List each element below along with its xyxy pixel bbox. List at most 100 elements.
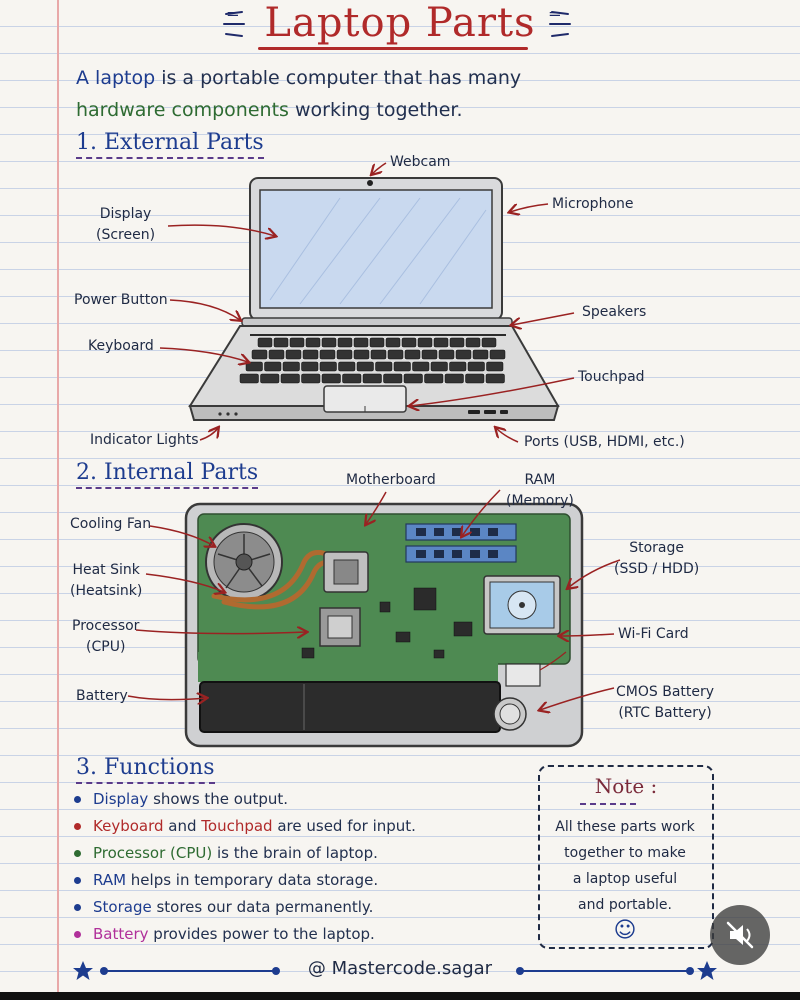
keyboard-key (489, 349, 506, 360)
star-icon-right (697, 961, 717, 980)
footer-dot-left (100, 967, 108, 975)
star-icon (73, 961, 93, 980)
page-title: Laptop Parts (264, 0, 536, 46)
label-cmos-line1: CMOS Battery (616, 684, 715, 700)
keyboard-key (264, 361, 282, 372)
section-internal-heading: 2. Internal Parts (76, 460, 259, 489)
function-description: stores our data permanently. (156, 898, 374, 916)
function-part: Battery (93, 925, 154, 943)
label-heat-sink: Heat Sink (Heatsink) (70, 560, 142, 602)
keyboard-key (353, 337, 369, 348)
external-arrows (159, 162, 575, 443)
note-title: Note : (594, 774, 658, 798)
footer-line-left (104, 970, 276, 972)
label-processor-line1: Processor (72, 618, 140, 634)
keyboard-key (337, 337, 353, 348)
keyboard-key (421, 349, 438, 360)
label-ram-line2: (Memory) (506, 493, 574, 509)
keyboard-key (449, 361, 467, 372)
label-indicator-lights: Indicator Lights (90, 432, 199, 448)
note-line-2: together to make (564, 845, 686, 861)
function-description: shows the output. (153, 790, 289, 808)
keyboard-key (319, 361, 337, 372)
function-item: Keyboard and Touchpad are used for input… (74, 817, 416, 835)
speaker-muted-icon (726, 921, 754, 949)
keyboard-key (257, 337, 273, 348)
note-line-3: a laptop useful (572, 871, 678, 887)
function-description: helps in temporary data storage. (130, 871, 379, 889)
function-item: Battery provides power to the laptop. (74, 925, 375, 943)
title-deco-left-icon (223, 11, 245, 37)
keyboard-key (465, 373, 485, 384)
bullet-dot (74, 877, 81, 884)
footer-line-right (520, 970, 690, 972)
label-webcam: Webcam (390, 154, 451, 170)
function-description: are used for input. (277, 817, 416, 835)
keyboard-key (393, 361, 411, 372)
label-processor: Processor (CPU) (72, 616, 139, 658)
bullet-dot (74, 796, 81, 803)
label-storage: Storage (SSD / HDD) (614, 538, 699, 580)
keyboard-key (385, 337, 401, 348)
keyboard-key (239, 373, 259, 384)
intro-laptop: laptop (95, 67, 156, 89)
bullet-dot (74, 823, 81, 830)
label-cooling-fan: Cooling Fan (70, 516, 152, 532)
keyboard-key (321, 373, 341, 384)
note-text: All these parts work together to make a … (540, 814, 710, 944)
keyboard-key (481, 337, 497, 348)
keyboard-key (268, 349, 285, 360)
internal-arrows (127, 489, 621, 760)
keyboard-key (375, 361, 393, 372)
function-item: Processor (CPU) is the brain of laptop. (74, 844, 378, 862)
function-part: and (168, 817, 202, 835)
title-decoration-left: ⁼ (226, 4, 240, 34)
label-heat-sink-line2: (Heatsink) (70, 583, 143, 599)
function-part: Keyboard (93, 817, 169, 835)
label-cmos-line2: (RTC Battery) (618, 705, 712, 721)
label-battery: Battery (76, 688, 128, 704)
label-storage-line1: Storage (629, 540, 684, 556)
keyboard-key (280, 373, 300, 384)
note-title-underline (580, 803, 636, 805)
label-display: Display (Screen) (96, 204, 155, 246)
note-box (538, 765, 714, 949)
keyboard-key (403, 373, 423, 384)
function-part: Display (93, 790, 154, 808)
label-wifi-card: Wi-Fi Card (618, 626, 689, 642)
function-part: Touchpad (201, 817, 278, 835)
keyboard-key (412, 361, 430, 372)
label-touchpad: Touchpad (578, 369, 645, 385)
intro-text: A laptop is a portable computer that has… (76, 62, 716, 126)
smiley-icon: ☺ (613, 918, 637, 943)
keyboard-key (472, 349, 489, 360)
keyboard-key (433, 337, 449, 348)
keyboard-key (387, 349, 404, 360)
keyboard-key (289, 337, 305, 348)
keyboard-key (282, 361, 300, 372)
keyboard-key (444, 373, 464, 384)
keyboard-key (273, 337, 289, 348)
keyboard-key (467, 361, 485, 372)
bullet-dot (74, 931, 81, 938)
label-display-line2: (Screen) (96, 227, 156, 243)
keyboard-key (353, 349, 370, 360)
function-description: is the brain of laptop. (216, 844, 378, 862)
function-part: RAM (93, 871, 131, 889)
label-power-button: Power Button (74, 292, 168, 308)
function-item: Storage stores our data permanently. (74, 898, 373, 916)
label-heat-sink-line1: Heat Sink (72, 562, 140, 578)
keyboard-key (356, 361, 374, 372)
intro-line1-rest: is a portable computer that has many (161, 67, 522, 89)
keyboard-key (336, 349, 353, 360)
footer-dot-right-end (686, 967, 694, 975)
keyboard-key (342, 373, 362, 384)
section-external-heading: 1. External Parts (76, 130, 264, 159)
keyboard-key (383, 373, 403, 384)
mute-button[interactable] (710, 905, 770, 965)
keyboard-key (321, 337, 337, 348)
keyboard-key (302, 349, 319, 360)
keyboard-key (319, 349, 336, 360)
label-ports: Ports (USB, HDMI, etc.) (524, 434, 685, 450)
keyboard-key (404, 349, 421, 360)
